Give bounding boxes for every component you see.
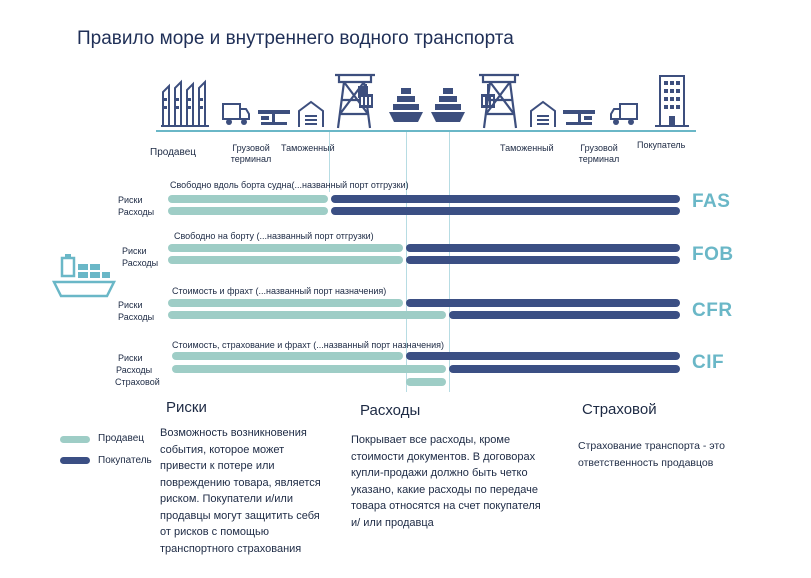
cargo-ship-icon xyxy=(51,254,117,298)
seller-cost-bar xyxy=(172,365,446,373)
legend-seller-label: Продавец xyxy=(98,433,144,444)
factory-icon xyxy=(161,79,209,127)
seller-insurance-bar xyxy=(406,378,446,386)
term-description: Стоимость, страхование и фрахт (...назва… xyxy=(172,340,445,350)
insurance-heading: Страховой xyxy=(582,401,657,418)
route-label-seller: Продавец xyxy=(150,147,196,158)
terminal-icon xyxy=(563,110,595,125)
buyer-risk-bar xyxy=(331,195,680,203)
terminal-icon xyxy=(258,110,290,125)
office-building-icon xyxy=(655,75,689,127)
term-description: Свободно на борту (...названный порт отг… xyxy=(174,231,374,241)
row-label-risks: Риски xyxy=(122,246,147,256)
row-label-costs: Расходы xyxy=(116,365,153,375)
seller-risk-bar xyxy=(168,299,403,307)
seller-cost-bar xyxy=(168,207,328,215)
row-label-insurance: Страховой xyxy=(115,377,160,387)
truck-icon xyxy=(610,103,638,125)
seller-cost-bar xyxy=(168,256,403,264)
truck-icon xyxy=(222,103,250,125)
row-label-risks: Риски xyxy=(118,195,143,205)
insurance-text: Страхование транспорта - это ответственн… xyxy=(578,440,725,469)
row-label-costs: Расходы xyxy=(118,207,155,217)
route-label-customs: Таможенный xyxy=(500,143,554,153)
term-code: CFR xyxy=(692,300,733,321)
row-label-costs: Расходы xyxy=(122,258,159,268)
buyer-risk-bar xyxy=(406,299,680,307)
term-code: FOB xyxy=(692,244,734,265)
route-line xyxy=(156,130,696,132)
crane-icon xyxy=(335,73,375,129)
term-description: Стоимость и фрахт (...названный порт наз… xyxy=(172,286,387,296)
costs-text: Покрывает все расходы, кроме стоимости д… xyxy=(351,434,541,529)
crane-icon xyxy=(359,84,373,108)
buyer-cost-bar xyxy=(331,207,680,215)
ship-icon xyxy=(389,88,423,122)
legend-buyer-swatch xyxy=(60,457,90,464)
ship-icon xyxy=(431,88,465,122)
route-label-freight-terminal: Грузовой терминал xyxy=(230,143,272,164)
buyer-cost-bar xyxy=(449,365,680,373)
term-code: FAS xyxy=(692,191,731,212)
warehouse-icon xyxy=(530,100,556,127)
term-code: CIF xyxy=(692,352,725,373)
row-label-costs: Расходы xyxy=(118,312,155,322)
legend-buyer-label: Покупатель xyxy=(98,455,152,466)
seller-cost-bar xyxy=(168,311,446,319)
route-label-customs: Таможенный xyxy=(281,143,335,153)
seller-risk-bar xyxy=(168,244,403,252)
warehouse-icon xyxy=(298,100,324,127)
page-title: Правило море и внутреннего водного транс… xyxy=(77,28,514,49)
route-divider xyxy=(329,132,330,192)
risks-text: Возможность возникновения события, котор… xyxy=(160,427,321,555)
buyer-cost-bar xyxy=(406,256,680,264)
legend-seller-swatch xyxy=(60,436,90,443)
crane-icon xyxy=(479,73,519,129)
costs-heading: Расходы xyxy=(360,402,421,419)
seller-risk-bar xyxy=(172,352,403,360)
row-label-risks: Риски xyxy=(118,353,143,363)
buyer-risk-bar xyxy=(406,352,680,360)
seller-risk-bar xyxy=(168,195,328,203)
risks-heading: Риски xyxy=(166,399,207,416)
term-description: Свободно вдоль борта судна(...названный … xyxy=(170,180,409,190)
row-label-risks: Риски xyxy=(118,300,143,310)
buyer-cost-bar xyxy=(449,311,680,319)
route-label-buyer: Покупатель xyxy=(637,140,686,150)
buyer-risk-bar xyxy=(406,244,680,252)
route-label-freight-terminal: Грузовой терминал xyxy=(578,143,620,164)
